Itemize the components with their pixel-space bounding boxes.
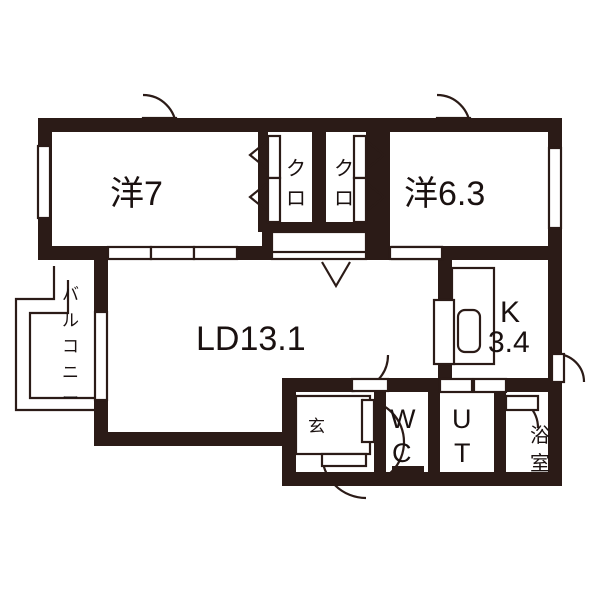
door-swing-icon-bathroom bbox=[504, 394, 540, 429]
room-label-toilet-w: W bbox=[390, 404, 416, 434]
sliding-door-icon-closet2-b bbox=[352, 176, 368, 224]
opening-icon-bedroom2-west bbox=[388, 245, 444, 261]
room-label-bathroom-1: 浴 bbox=[530, 424, 550, 447]
room-label-kitchen-size: 3.4 bbox=[488, 326, 530, 359]
sliding-door-icon-closet1-b bbox=[266, 176, 282, 224]
window-icon-bedroom1-left bbox=[36, 144, 52, 220]
service-door-group bbox=[320, 352, 586, 500]
door-swing-icon-front-door bbox=[320, 452, 368, 500]
kitchen-cabinet bbox=[432, 298, 456, 366]
room-label-closet-2-a: ク bbox=[334, 157, 354, 180]
sliding-door-icon-closet1-a bbox=[266, 134, 282, 180]
direction-arrow-icon-ld bbox=[321, 261, 351, 289]
door-swing-icon-wc bbox=[360, 398, 406, 486]
room-label-bedroom1: 洋7 bbox=[110, 175, 163, 213]
room-label-closet-1-b: ロ bbox=[286, 188, 306, 210]
door-swing-icon-kitchen-service bbox=[550, 352, 586, 384]
wc-bottom-slot bbox=[392, 466, 424, 474]
room-label-living-dining: LD13.1 bbox=[196, 320, 306, 358]
direction-arrow-icon-closet2-bottom bbox=[367, 183, 386, 211]
room-label-kitchen-k: K bbox=[500, 296, 520, 329]
door-swing-icon-hall bbox=[350, 354, 390, 393]
label-group: 洋7 洋6.3 LD13.1 K 3.4 ク ロ ク ロ バ ル コ ニ ー 玄… bbox=[62, 157, 550, 475]
room-label-balcony-3: コ bbox=[62, 337, 79, 356]
direction-arrow-icon-closet1-top bbox=[248, 141, 267, 169]
room-label-balcony-4: ニ bbox=[62, 363, 79, 382]
window-icon-bedroom2-right bbox=[547, 146, 563, 230]
direction-arrow-icon-closet1-bottom bbox=[248, 183, 267, 211]
kitchen-sink-icon bbox=[456, 308, 482, 354]
balcony-outline bbox=[14, 266, 94, 412]
room-label-entrance: 玄 bbox=[308, 417, 325, 436]
closet-niche bbox=[270, 230, 368, 254]
sliding-door-icon-ld-north-b bbox=[149, 245, 196, 261]
room-label-balcony-1: バ bbox=[62, 285, 79, 304]
room-label-bedroom2: 洋6.3 bbox=[404, 175, 485, 213]
room-label-bathroom-2: 室 bbox=[530, 452, 550, 475]
sliding-door-icon-ut-b bbox=[472, 377, 508, 394]
room-label-utility-t: T bbox=[454, 438, 471, 468]
room-label-toilet-c: C bbox=[392, 438, 412, 468]
room-label-closet-1-a: ク bbox=[286, 157, 306, 180]
direction-arrow-icon-closet2-top bbox=[367, 141, 386, 169]
kitchen-fixture-group bbox=[432, 266, 496, 366]
room-label-utility-u: U bbox=[452, 404, 472, 434]
sliding-door-icon-ld-north-a bbox=[106, 245, 153, 261]
sliding-door-icon-closet2-a bbox=[352, 134, 368, 180]
window-group bbox=[36, 144, 563, 402]
closet-group bbox=[248, 132, 386, 254]
room-label-closet-2-b: ロ bbox=[334, 188, 354, 210]
sliding-door-icon-ut-a bbox=[438, 377, 474, 394]
window-icon-ld-balcony bbox=[93, 310, 109, 402]
room-label-balcony-2: ル bbox=[62, 311, 79, 330]
sliding-door-icon-ld-north-c bbox=[192, 245, 239, 261]
room-label-balcony-5: ー bbox=[62, 389, 79, 408]
